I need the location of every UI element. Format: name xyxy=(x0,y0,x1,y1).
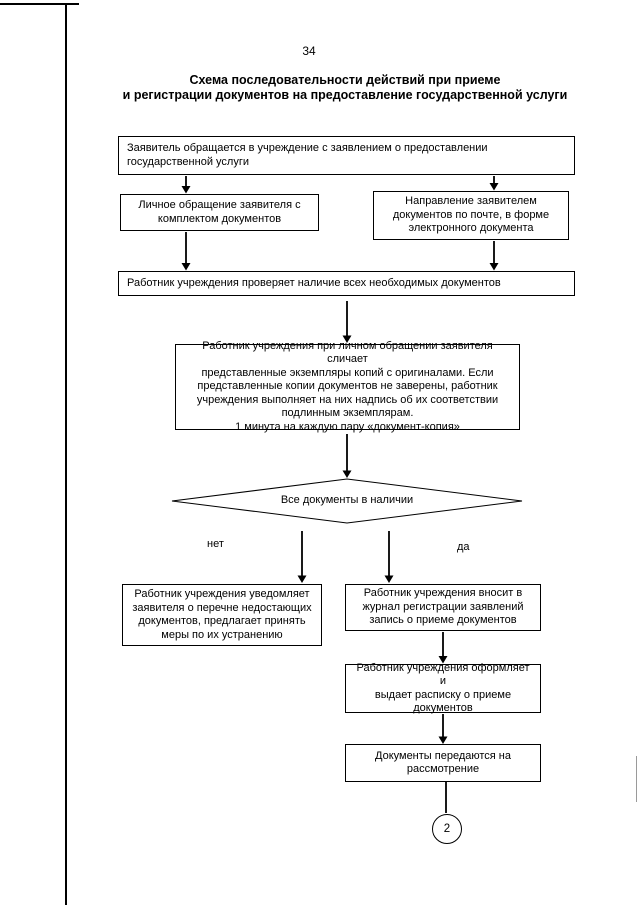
page-number: 34 xyxy=(302,44,316,58)
scan-artifact-left-line xyxy=(65,3,67,905)
arrowhead-start-to-personal xyxy=(181,186,191,194)
arrowhead-compare-to-decision xyxy=(342,470,352,478)
arrowhead-decision-to-register xyxy=(384,575,394,583)
node-start: Заявитель обращается в учреждение с заяв… xyxy=(118,136,575,175)
connector-circle: 2 xyxy=(432,814,462,844)
node-compare-copies-note: 1 минута на каждую пару «документ-копия» xyxy=(235,420,460,433)
branch-label-yes: да xyxy=(457,541,470,553)
scan-artifact-top-line xyxy=(0,3,79,5)
arrowhead-mail-to-check xyxy=(489,263,499,271)
page-title: Схема последовательности действий при пр… xyxy=(122,73,568,102)
arrowhead-start-to-mail xyxy=(489,183,499,191)
node-transfer-review: Документы передаются на рассмотрение xyxy=(345,744,541,782)
node-compare-copies-text: Работник учреждения при личном обращении… xyxy=(196,339,499,420)
arrowhead-personal-to-check xyxy=(181,263,191,271)
scan-artifact-right-mark xyxy=(636,756,637,802)
node-notify-missing: Работник учреждения уведомляет заявителя… xyxy=(122,584,322,646)
decision-label: Все документы в наличии xyxy=(280,494,414,506)
arrowhead-decision-to-notify xyxy=(297,575,307,583)
branch-label-no: нет xyxy=(207,538,224,550)
node-issue-receipt: Работник учреждения оформляет и выдает р… xyxy=(345,662,541,714)
node-check-documents: Работник учреждения проверяет наличие вс… xyxy=(118,271,575,296)
node-mail-submission: Направление заявителем документов по поч… xyxy=(373,191,569,240)
node-register-journal: Работник учреждения вносит в журнал реги… xyxy=(345,584,541,631)
node-personal-visit: Личное обращение заявителя с комплектом … xyxy=(120,194,319,231)
arrowhead-receipt-to-transfer xyxy=(438,736,448,744)
node-compare-copies: Работник учреждения при личном обращении… xyxy=(175,340,520,433)
